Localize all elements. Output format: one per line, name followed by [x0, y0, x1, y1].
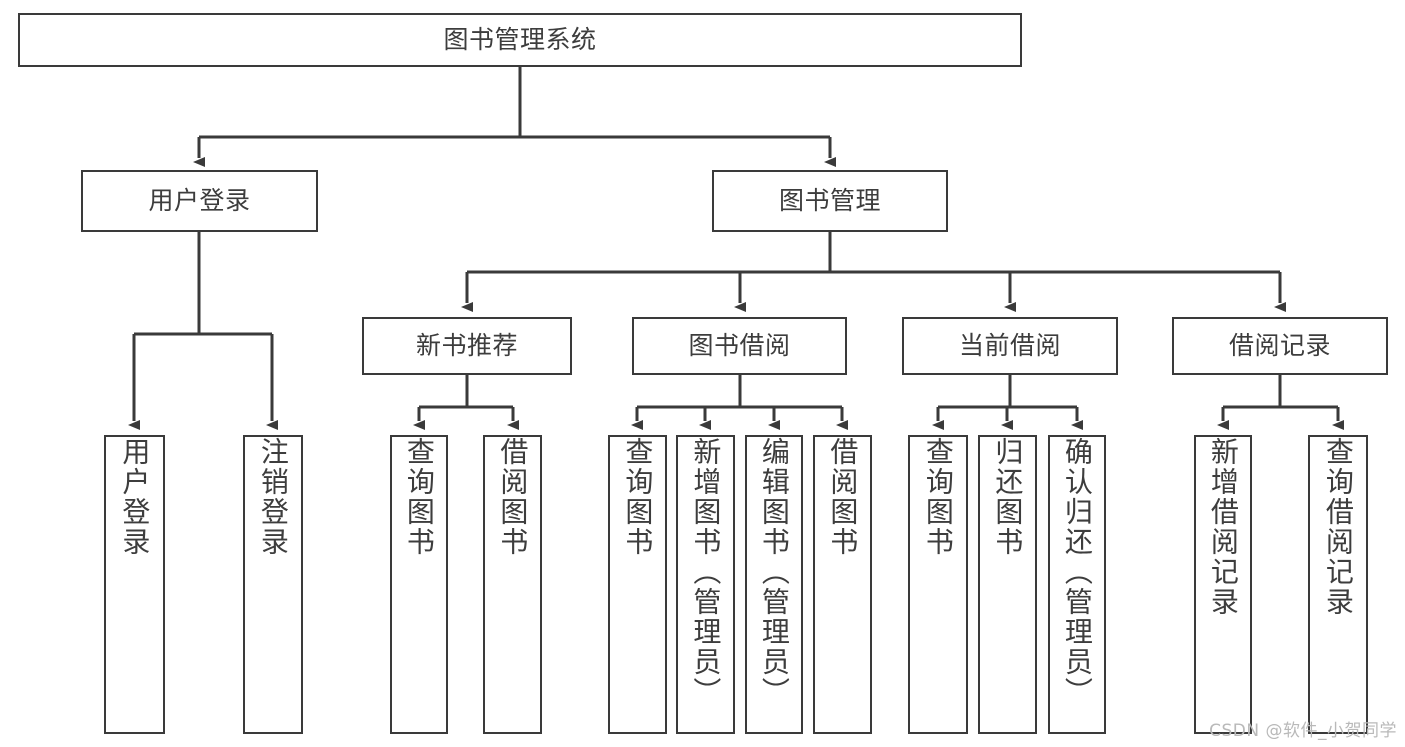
leaf-borrow-book[interactable]: 借阅图书: [813, 435, 872, 734]
node-label: 借阅记录: [1228, 331, 1331, 360]
leaf-confirm-return-admin[interactable]: 确认归还（管理员）: [1048, 435, 1106, 734]
leaf-add-book-admin[interactable]: 新增图书（管理员）: [676, 435, 735, 734]
node-label: 图书管理: [778, 186, 881, 215]
leaf-edit-book-admin[interactable]: 编辑图书（管理员）: [745, 435, 803, 734]
node-label: 新书推荐: [415, 331, 518, 360]
node-label: 编辑图书（管理员）: [757, 437, 791, 707]
node-label: 查询借阅记录: [1321, 437, 1355, 617]
node-label: 用户登录: [118, 437, 152, 557]
node-label: 查询图书: [402, 437, 436, 557]
node-book-borrow[interactable]: 图书借阅: [632, 317, 847, 375]
csdn-watermark: CSDN @软件_小贺同学: [1209, 721, 1397, 741]
leaf-query-borrow-record[interactable]: 查询借阅记录: [1308, 435, 1368, 734]
node-label: 图书借阅: [688, 331, 791, 360]
leaf-borrow-book-recommend[interactable]: 借阅图书: [483, 435, 542, 734]
leaf-logout[interactable]: 注销登录: [243, 435, 303, 734]
node-label: 查询图书: [921, 437, 955, 557]
node-label: 新增图书（管理员）: [689, 437, 723, 707]
leaf-query-book-current[interactable]: 查询图书: [908, 435, 968, 734]
node-root-system[interactable]: 图书管理系统: [18, 13, 1022, 67]
leaf-return-book[interactable]: 归还图书: [978, 435, 1037, 734]
node-new-book-recommend[interactable]: 新书推荐: [362, 317, 572, 375]
node-label: 查询图书: [621, 437, 655, 557]
node-label: 图书管理系统: [443, 25, 597, 54]
node-book-management[interactable]: 图书管理: [712, 170, 948, 232]
node-borrow-record[interactable]: 借阅记录: [1172, 317, 1388, 375]
node-label: 新增借阅记录: [1206, 437, 1240, 617]
leaf-query-book-recommend[interactable]: 查询图书: [390, 435, 448, 734]
node-label: 用户登录: [148, 186, 251, 215]
node-label: 注销登录: [256, 437, 290, 557]
leaf-query-book-borrow[interactable]: 查询图书: [608, 435, 667, 734]
node-label: 确认归还（管理员）: [1060, 437, 1094, 707]
leaf-add-borrow-record[interactable]: 新增借阅记录: [1194, 435, 1252, 734]
node-label: 借阅图书: [496, 437, 530, 557]
node-label: 当前借阅: [958, 331, 1061, 360]
node-current-borrow[interactable]: 当前借阅: [902, 317, 1118, 375]
node-label: 借阅图书: [826, 437, 860, 557]
node-label: 归还图书: [991, 437, 1025, 557]
leaf-user-login[interactable]: 用户登录: [104, 435, 165, 734]
node-user-login[interactable]: 用户登录: [81, 170, 318, 232]
